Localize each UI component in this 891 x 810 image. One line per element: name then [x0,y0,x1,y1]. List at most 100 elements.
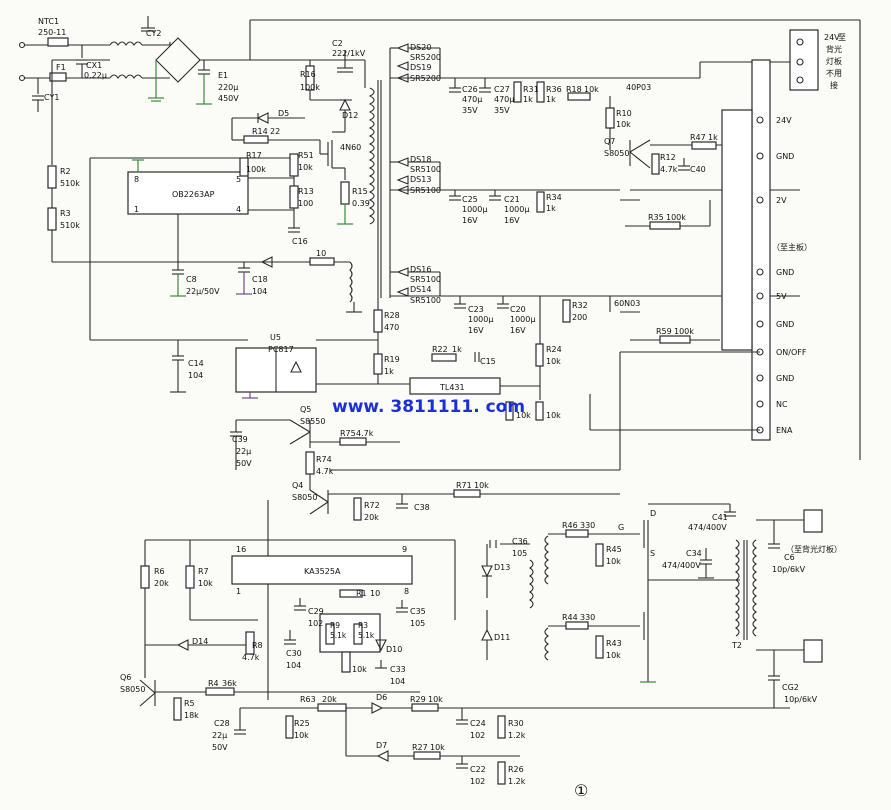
lbl-p8: 8 [404,587,409,596]
lbl-c38: C38 [414,503,430,512]
lbl-r43-val: 10k [606,651,621,660]
lbl-r44: R44 [562,613,578,622]
lbl-r13-val: 100 [298,199,313,208]
bridge-rectifier [155,37,201,83]
d14-diode [176,639,189,651]
r2-resistor [47,165,57,189]
lbl-c27-v: 35V [494,106,510,115]
lbl-c20-v: 16V [510,326,526,335]
lbl-r27: R27 [412,743,428,752]
lbl-tl431: TL431 [439,383,465,392]
r25-resistor [285,715,294,739]
lbl-pin-gnd2: GND [776,268,794,277]
r-10-resistor [309,257,335,266]
website-watermark: www. 3811111. com [332,397,525,417]
r3b-resistor [353,623,363,645]
lbl-r4: R4 [208,679,219,688]
lbl-r13: R13 [298,187,314,196]
lbl-r18-val: 10k [584,85,599,94]
d12-diode [339,98,351,111]
lbl-pin-gnd1: GND [776,152,794,161]
lbl-u5-val: PC817 [268,345,294,354]
lbl-q5: Q5 [300,405,311,414]
page-number: ① [574,781,588,800]
lbl-ds13-val: SR5100 [410,186,441,195]
r31-resistor [513,81,522,103]
lbl-r4-val: 36k [222,679,237,688]
lbl-c23: C23 [468,305,484,314]
r13-resistor [289,185,299,209]
r27-resistor [413,751,441,760]
lbl-r31-val: 1k [523,95,533,104]
lbl-r43: R43 [606,639,622,648]
lbl-r36: R36 [546,85,562,94]
potentiometer [341,651,351,673]
primary-controller [47,50,382,399]
lbl-r15-val: 0.39 [352,199,370,208]
lbl-c39-v: 50V [236,459,252,468]
lbl-r75: R75 [340,429,356,438]
lbl-c18-val: 104 [252,287,267,296]
lbl-r19-val: 1k [384,367,394,376]
lbl-ds16: DS16 [410,265,431,274]
r51-resistor [289,153,299,177]
lbl-c36: C36 [512,537,528,546]
lbl-r34: R34 [546,193,562,202]
connectors [330,29,819,471]
lbl-q4-val: S8050 [292,493,317,502]
lbl-r46-val: 330 [580,521,595,530]
lbl-c14: C14 [188,359,204,368]
lbl-r19: R19 [384,355,400,364]
lbl-c8-val: 22μ/50V [186,287,220,296]
r43-resistor [595,635,604,659]
lbl-r72-val: 20k [364,513,379,522]
lbl-r25: R25 [294,719,310,728]
ic-ka3525a [231,555,413,585]
lbl-c39-val: 22μ [236,447,251,456]
lbl-r46: R46 [562,521,578,530]
lbl-r10: R10 [616,109,632,118]
lbl-ic2: KA3525A [304,567,341,576]
lbl-r3: R3 [60,209,71,218]
lbl-r17-val: 100k [246,165,266,174]
lbl-c33: C33 [390,665,406,674]
lbl-ds20-val: SR5200 [410,53,441,62]
r22-resistor [431,353,457,362]
r14-resistor [243,135,269,144]
backlight-out-1 [803,509,823,533]
d6-diode [371,702,384,714]
r46-resistor [565,529,589,538]
lbl-cy1: CY1 [44,93,59,102]
r72-resistor [353,497,362,521]
r4-resistor [205,687,235,696]
lbl-q-4n60: 4N60 [340,143,361,152]
lbl-r29-val: 10k [428,695,443,704]
lbl-c21: C21 [504,195,520,204]
ic-ob2263ap [127,171,249,215]
lbl-q4: Q4 [292,481,303,490]
lbl-pin-ena: ENA [776,426,793,435]
lbl-c28-val: 22μ [212,731,227,740]
lbl-r72: R72 [364,501,380,510]
lbl-q7-val: S8050 [604,149,629,158]
lbl-r63-val: 20k [322,695,337,704]
lbl-p1: 1 [236,587,241,596]
lbl-c23-v: 16V [468,326,484,335]
lbl-pin-gnd4: GND [776,374,794,383]
lbl-r34-val: 1k [546,204,556,213]
lbl-r47: R47 [690,133,706,142]
lbl-ic1: OB2263AP [172,190,215,199]
lbl-cg2-val: 10p/6kV [784,695,818,704]
lbl-c22-val: 102 [470,777,485,786]
r1-resistor [339,589,363,598]
lbl-c20: C20 [510,305,526,314]
lbl-c26-val: 470μ [462,95,482,104]
r7-resistor [185,565,195,589]
lbl-r10k-a: 10k [516,411,531,420]
d5-diode [256,112,269,124]
lbl-c24: C24 [470,719,486,728]
lbl-r7-val: 10k [198,579,213,588]
lbl-c27: C27 [494,85,510,94]
lbl-r5-val: 18k [184,711,199,720]
